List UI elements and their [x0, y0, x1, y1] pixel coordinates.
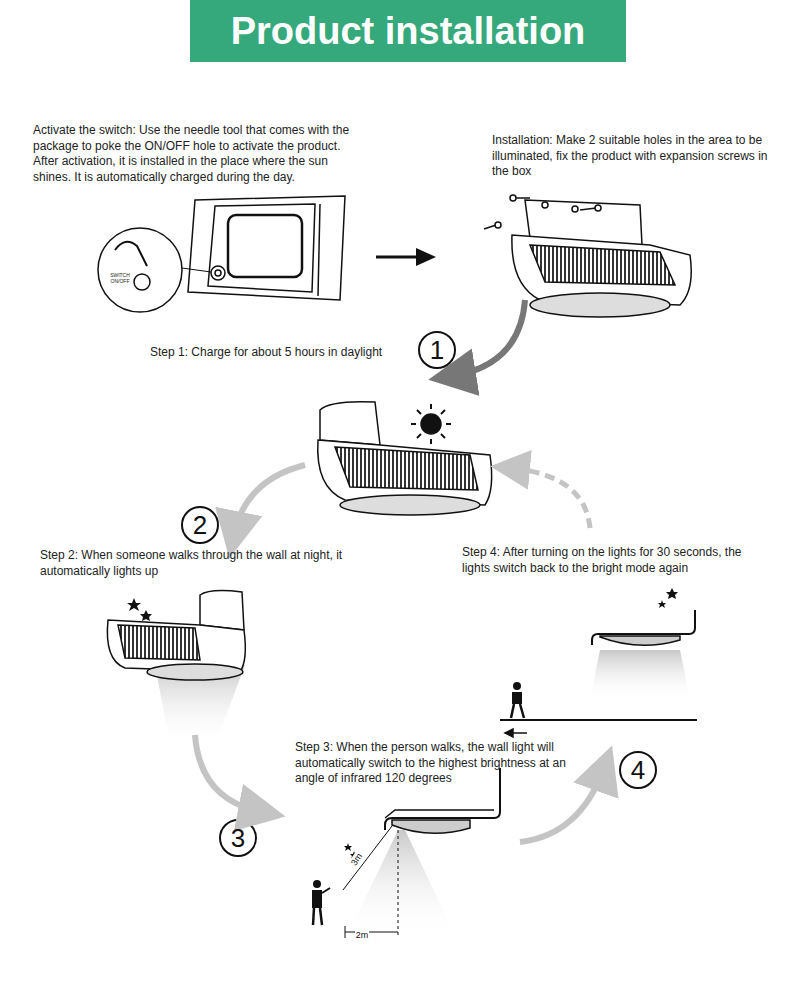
step-text: Step 4: After turning on the lights for … [462, 545, 772, 576]
instruction-text: Installation: Make 2 suitable holes in t… [492, 133, 784, 180]
callout-circle [182, 507, 218, 543]
callout-number: 1 [430, 337, 444, 363]
callout-number: 3 [231, 825, 245, 851]
callout-number: 2 [193, 512, 207, 538]
callout-circle [419, 332, 455, 368]
instruction-text: Activate the switch: Use the needle tool… [33, 123, 358, 185]
step-text: Step 2: When someone walks through the w… [40, 548, 370, 579]
switch-label: SWITCH ON/OFF [108, 273, 132, 284]
dimension-label: 3m [348, 851, 366, 870]
title-text: Product installation [231, 12, 586, 50]
callout-circle [620, 752, 656, 788]
step-text: Step 1: Charge for about 5 hours in dayl… [150, 345, 410, 361]
wall-light-detect [312, 768, 500, 938]
wall-light-install [484, 195, 691, 317]
title-banner [190, 0, 626, 62]
callout-number: 4 [631, 757, 645, 783]
dimension-label: 2m [355, 930, 370, 942]
panel-illustration [98, 196, 345, 312]
wall-light-reset [500, 585, 711, 737]
wall-light-daylight [318, 402, 492, 515]
wall-light-night [99, 591, 246, 745]
step-text: Step 3: When the person walks, the wall … [295, 740, 585, 787]
callout-circle [220, 820, 256, 856]
